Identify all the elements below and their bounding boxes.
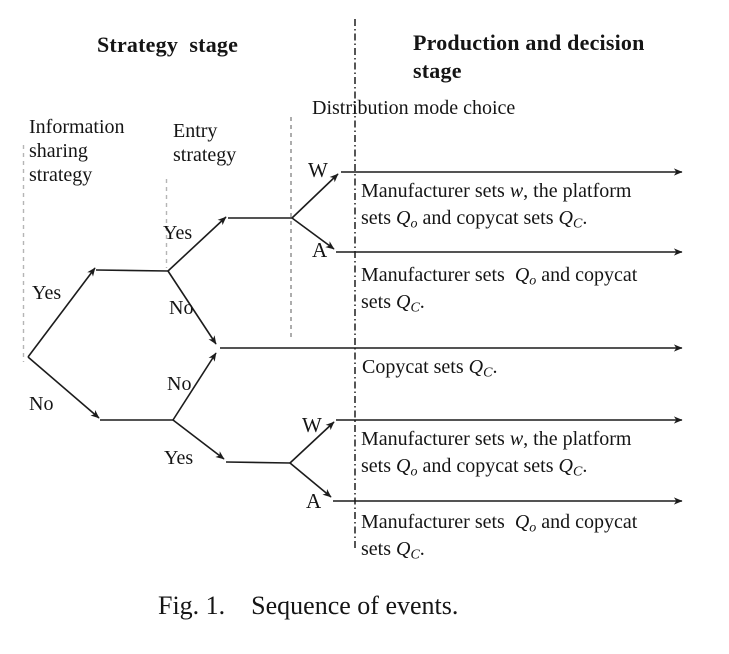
branch-entry-yes-bottom-horizontal [225,461,291,464]
branch-label-mode-w-top: W [308,158,328,182]
branch-mode-w-bottom [289,421,335,464]
branch-label-info-yes: Yes [32,282,62,304]
branch-info-yes-diagonal [27,267,96,358]
branch-label-mode-a-top: A [312,238,328,262]
distribution-mode-label: Distribution mode choice [312,97,516,119]
branch-label-info-no: No [29,393,54,415]
branch-mode-a-top [291,217,335,250]
branch-info-no-diagonal [27,356,100,419]
figure-caption: Fig. 1. Sequence of events. [158,591,459,620]
entry-strategy-label: Entry strategy [173,120,237,166]
branch-entry-no-top-diagonal [167,270,217,345]
event-text-no-entry: Copycat sets QC. [362,356,498,381]
information-sharing-label: Information sharing strategy [29,116,125,186]
branch-info-yes-horizontal [95,269,169,272]
strategy-stage-header: Strategy stage [97,32,239,57]
branch-mode-w-top [291,173,339,219]
branch-label-entry-no-top: No [169,297,194,319]
branch-label-entry-no-bottom: No [167,373,192,395]
production-stage-header: Production and decision stage [413,30,645,83]
branch-entry-yes-bottom-diagonal [172,419,225,460]
branch-label-mode-a-bottom: A [306,489,322,513]
branch-entry-no-bottom-diagonal [172,352,217,421]
branch-mode-a-bottom [289,462,332,498]
branch-entry-yes-top-diagonal [167,216,227,272]
branch-label-mode-w-bottom: W [302,413,322,437]
branch-label-entry-yes-top: Yes [163,222,193,244]
branch-label-entry-yes-bottom: Yes [164,447,194,469]
